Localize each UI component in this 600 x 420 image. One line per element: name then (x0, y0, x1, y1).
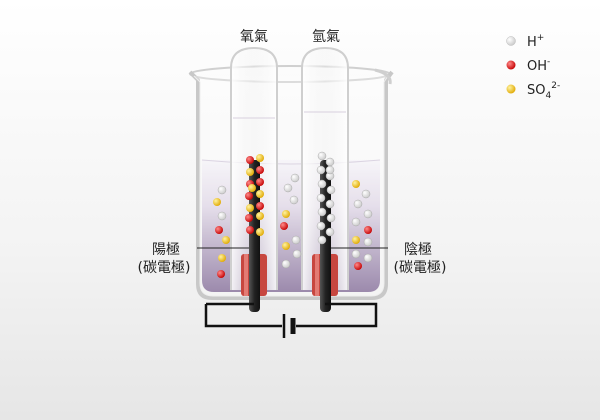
beaker (188, 70, 394, 300)
h-ion-particle (291, 235, 301, 245)
hydrogen-gas-label: 氫氣 (312, 29, 340, 45)
oh-ion-particle (354, 262, 362, 270)
so4-ion-particle (248, 184, 256, 192)
h-ion-particle (292, 249, 302, 259)
h-ion-particle (363, 253, 373, 263)
oh-ion-particle (256, 178, 264, 186)
h-ion-particle (317, 179, 327, 189)
h-ion-particle (316, 221, 326, 231)
oh-ion-particle (280, 222, 288, 230)
h-ion-particle (316, 165, 326, 175)
oh-ion-particle (215, 226, 223, 234)
cathode-material-label: (碳電極) (394, 260, 447, 276)
cathode-label: 陰極 (404, 242, 432, 258)
so4-ion-particle (213, 198, 221, 206)
oh-ion-particle (364, 226, 372, 234)
h-ion-particle (283, 183, 293, 193)
so4-ion-particle (256, 154, 264, 162)
so4-ion-particle (246, 204, 254, 212)
h-ion-particle (289, 195, 299, 205)
so4-ion-particle (218, 254, 226, 262)
h-ion-particle (326, 213, 336, 223)
h-ion-particle (363, 237, 373, 247)
legend-so4-ion-label: SO42- (527, 81, 560, 101)
h-ion-particle (217, 185, 227, 195)
h-ion-particle (325, 199, 335, 209)
h-ion-particle (217, 211, 227, 221)
h-ion-particle (325, 157, 335, 167)
h-ion-particle (351, 217, 361, 227)
anode-label: 陽極 (152, 242, 180, 258)
h-ion-particle (361, 189, 371, 199)
legend-h-ion-icon (506, 36, 516, 46)
so4-ion-particle (256, 212, 264, 220)
legend-so4-ion-icon (506, 84, 516, 94)
oh-ion-particle (245, 192, 253, 200)
so4-ion-particle (352, 180, 360, 188)
h-ion-particle (317, 235, 327, 245)
legend: H+ OH- SO42- (506, 33, 560, 101)
h-ion-particle (325, 227, 335, 237)
oxygen-gas-label: 氧氣 (240, 29, 268, 45)
so4-ion-particle (282, 210, 290, 218)
so4-ion-particle (282, 242, 290, 250)
h-ion-particle (353, 199, 363, 209)
so4-ion-particle (246, 168, 254, 176)
oh-ion-particle (256, 202, 264, 210)
legend-oh-ion-label: OH- (527, 57, 550, 74)
h-ion-particle (325, 165, 335, 175)
h-ion-particle (351, 249, 361, 259)
h-ion-particle (317, 207, 327, 217)
oh-ion-particle (217, 270, 225, 278)
h-ion-particle (281, 259, 291, 269)
so4-ion-particle (222, 236, 230, 244)
oh-ion-particle (246, 226, 254, 234)
circuit-wire (206, 312, 255, 326)
so4-ion-particle (256, 190, 264, 198)
oh-ion-particle (246, 156, 254, 164)
so4-ion-particle (256, 228, 264, 236)
legend-oh-ion-icon (506, 60, 516, 70)
h-ion-particle (290, 173, 300, 183)
anode-material-label: (碳電極) (138, 260, 191, 276)
ion-particles (213, 151, 373, 278)
h-ion-particle (363, 209, 373, 219)
legend-h-ion-label: H+ (527, 33, 544, 50)
h-ion-particle (316, 193, 326, 203)
oh-ion-particle (245, 214, 253, 222)
h-ion-particle (326, 185, 336, 195)
oh-ion-particle (256, 166, 264, 174)
h-ion-particle (317, 151, 327, 161)
so4-ion-particle (352, 236, 360, 244)
